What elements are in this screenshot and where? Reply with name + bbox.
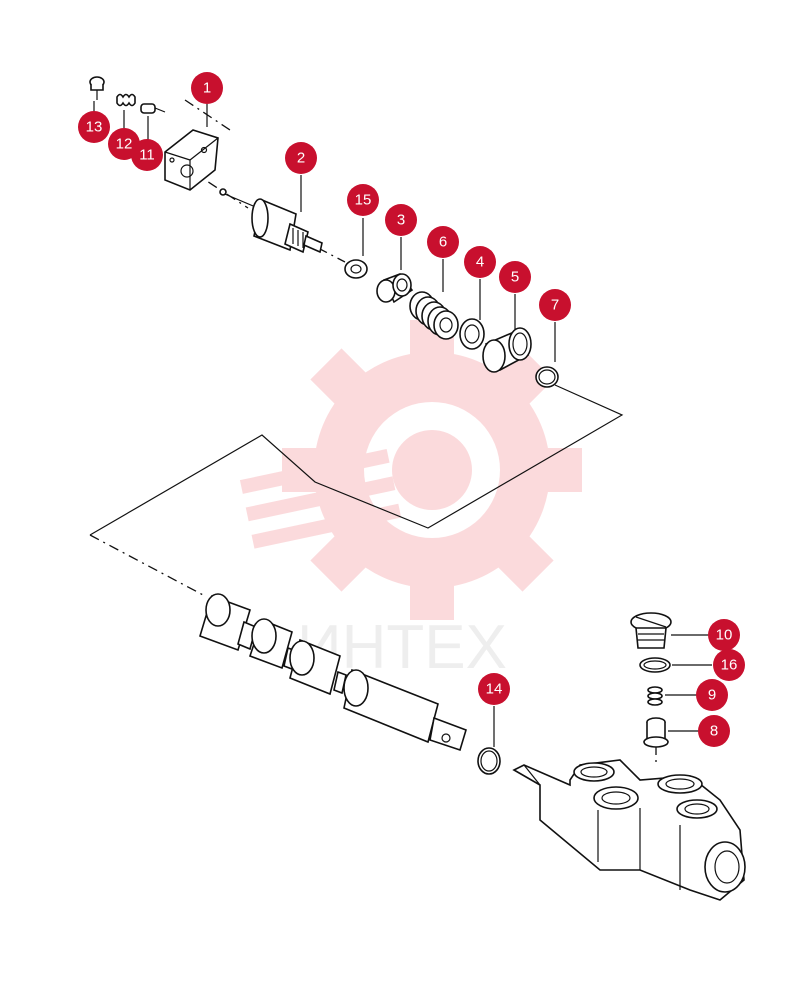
callout-label-6: 6	[439, 234, 447, 251]
callout-1: 1	[191, 72, 223, 104]
callout-label-8: 8	[710, 723, 718, 740]
spring-9	[647, 686, 663, 706]
callout-10: 10	[708, 619, 740, 651]
bracket-plate-1	[164, 129, 219, 191]
o-ring-7	[535, 366, 559, 388]
callout-16: 16	[713, 649, 745, 681]
callout-9: 9	[696, 679, 728, 711]
callout-label-14: 14	[486, 681, 503, 698]
screw-13	[89, 76, 105, 100]
spool	[199, 593, 467, 752]
spring-12	[116, 93, 136, 107]
callout-label-12: 12	[116, 136, 133, 153]
spring-6	[409, 291, 459, 340]
plug-10	[630, 612, 672, 649]
callout-3: 3	[385, 204, 417, 236]
callout-4: 4	[464, 246, 496, 278]
poppet-8	[643, 717, 669, 748]
callout-label-5: 5	[511, 269, 519, 286]
callout-label-15: 15	[355, 192, 372, 209]
callout-14: 14	[478, 673, 510, 705]
washer-15	[344, 259, 368, 279]
callout-label-13: 13	[86, 119, 103, 136]
callout-8: 8	[698, 715, 730, 747]
callout-label-3: 3	[397, 212, 405, 229]
callout-label-4: 4	[476, 254, 484, 271]
callout-2: 2	[285, 142, 317, 174]
callout-label-1: 1	[203, 80, 211, 97]
sleeve-3	[376, 273, 414, 304]
gear-icon	[239, 320, 582, 620]
callout-13: 13	[78, 111, 110, 143]
actuator-2	[219, 188, 323, 254]
cup-5	[482, 327, 532, 373]
valve-body	[512, 759, 746, 901]
o-ring-14	[477, 747, 501, 775]
callout-label-7: 7	[551, 297, 559, 314]
callout-7: 7	[539, 289, 571, 321]
callout-15: 15	[347, 184, 379, 216]
watermark-logo: ИНТЕХ	[239, 320, 582, 682]
pin-11	[140, 103, 166, 114]
callout-label-9: 9	[708, 687, 716, 704]
callout-label-11: 11	[139, 147, 155, 164]
callout-label-2: 2	[297, 150, 305, 167]
callout-label-10: 10	[716, 627, 733, 644]
ring-4	[459, 318, 485, 350]
callout-12: 12	[108, 128, 140, 160]
callout-6: 6	[427, 226, 459, 258]
o-ring-16	[639, 657, 671, 673]
callout-5: 5	[499, 261, 531, 293]
callout-label-16: 16	[721, 657, 738, 674]
